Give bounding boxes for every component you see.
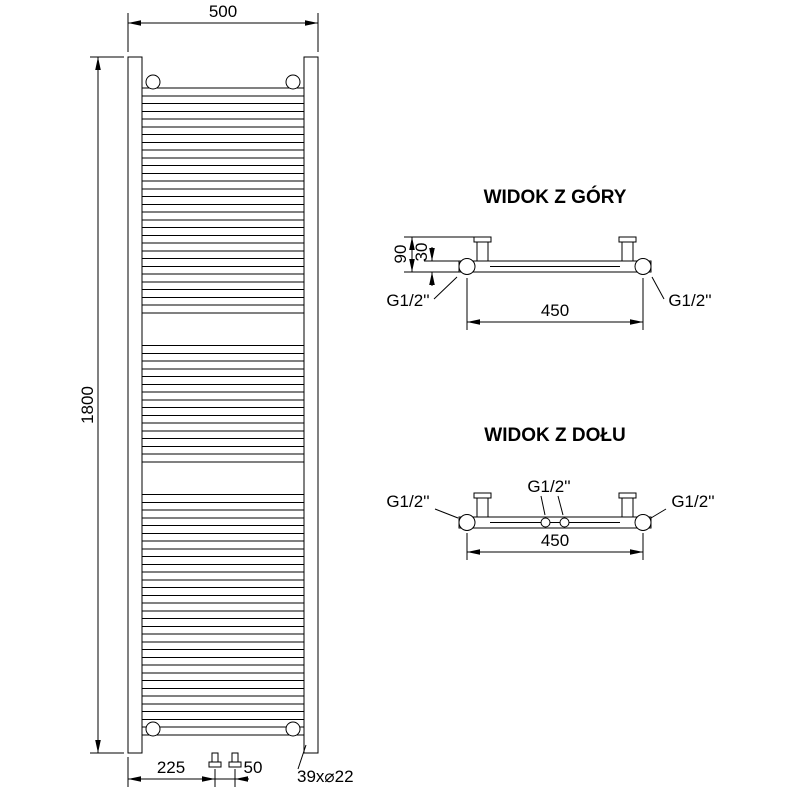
radiator-rung [141, 407, 305, 416]
radiator-rung [141, 149, 305, 159]
top-view: WIDOK Z GÓRY 90 30 G1/2'' G1/2'' 450 [386, 186, 712, 330]
radiator-rung [141, 571, 305, 581]
height-dim-label: 1800 [78, 386, 97, 424]
radiator-rung [141, 453, 305, 463]
g-left-leader [433, 276, 458, 300]
bracket-right-cap [618, 236, 637, 243]
rung-group [141, 87, 305, 736]
radiator-rung [141, 649, 305, 658]
radiator-rung [141, 525, 305, 534]
radiator-rung [141, 165, 305, 174]
g-center-leader-left [540, 495, 546, 516]
g-center-leader-right [557, 495, 564, 516]
mount-point-top-right [285, 74, 301, 90]
radiator-rung [141, 711, 305, 720]
g-right-leader [650, 508, 667, 519]
bracket-right-cap [618, 492, 637, 499]
valve-stem-left [211, 752, 219, 763]
collector-end-left [458, 258, 476, 275]
g-left-leader [434, 508, 459, 519]
bottom-view-title: WIDOK Z DOŁU [484, 425, 625, 446]
collector-end-left [458, 514, 476, 531]
radiator-rung [141, 87, 305, 97]
g-thread-right-label: G1/2'' [671, 492, 714, 511]
radiator-rung [141, 134, 305, 143]
radiator-rung [141, 211, 305, 221]
radiator-rung [141, 273, 305, 283]
center-connection-right [559, 517, 570, 528]
radiator-rung [141, 695, 305, 705]
rungs-leader-line [297, 744, 307, 770]
radiator-rung [141, 376, 305, 385]
bracket-left [476, 497, 489, 518]
bracket-right [621, 497, 634, 518]
offset-dim-label: 225 [157, 758, 185, 777]
radiator-rung [141, 494, 305, 503]
radiator-rung [141, 540, 305, 550]
collector-end-right [634, 514, 652, 531]
radiator-rung [141, 258, 305, 267]
g-right-leader [651, 276, 665, 300]
radiator-rung [141, 618, 305, 627]
g-thread-left-label: G1/2'' [386, 291, 429, 310]
radiator-rung [141, 345, 305, 354]
radiator-rung [141, 633, 305, 643]
g-thread-right-label: G1/2'' [668, 291, 711, 310]
width-dim-label: 500 [209, 2, 237, 21]
valve-stem-right [231, 752, 239, 763]
right-collector-tube [303, 56, 319, 754]
radiator-rung [141, 438, 305, 447]
depth-dim-label: 90 [391, 245, 410, 264]
center-connection-left [540, 517, 551, 528]
bracket-right [621, 241, 634, 262]
radiator-rung [141, 726, 305, 736]
left-collector-tube [127, 56, 143, 754]
radiator-rung [141, 602, 305, 612]
span-dim-label: 450 [541, 301, 569, 320]
radiator-rung [141, 360, 305, 370]
radiator-rung [141, 180, 305, 190]
radiator-rung [141, 509, 305, 519]
bottom-view: WIDOK Z DOŁU G1/2'' G1/2'' G1/2'' 450 [386, 425, 715, 560]
radiator-rung [141, 664, 305, 674]
radiator-rung [141, 304, 305, 314]
span-dim-label: 450 [541, 531, 569, 550]
mount-point-bottom-right [285, 721, 301, 737]
valve-spacing-dim-label: 50 [244, 758, 263, 777]
bracket-left-cap [473, 492, 492, 499]
mount-point-top-left [145, 74, 161, 90]
valve-cap-left [208, 761, 222, 768]
radiator-rung [141, 680, 305, 689]
radiator-rung [141, 227, 305, 236]
radiator-rung [141, 391, 305, 401]
radiator-rung [141, 422, 305, 432]
rungs-count-label: 39x⌀22 [297, 767, 354, 786]
radiator-rung [141, 196, 305, 205]
radiator-rung [141, 118, 305, 128]
collector-end-right [634, 258, 652, 275]
g-thread-center-label: G1/2'' [527, 477, 570, 496]
bracket-left-cap [473, 236, 492, 243]
tube-dim-label: 30 [412, 243, 431, 262]
radiator-rung [141, 103, 305, 112]
radiator-rung [141, 289, 305, 298]
radiator-rung [141, 587, 305, 596]
mount-point-bottom-left [145, 721, 161, 737]
g-thread-left-label: G1/2'' [386, 492, 429, 511]
valve-cap-right [228, 761, 242, 768]
top-view-title: WIDOK Z GÓRY [484, 186, 627, 208]
radiator-rung [141, 242, 305, 252]
front-view: 500 1800 225 50 39x⌀22 [78, 2, 354, 787]
bracket-left [476, 241, 489, 262]
radiator-rung [141, 556, 305, 565]
